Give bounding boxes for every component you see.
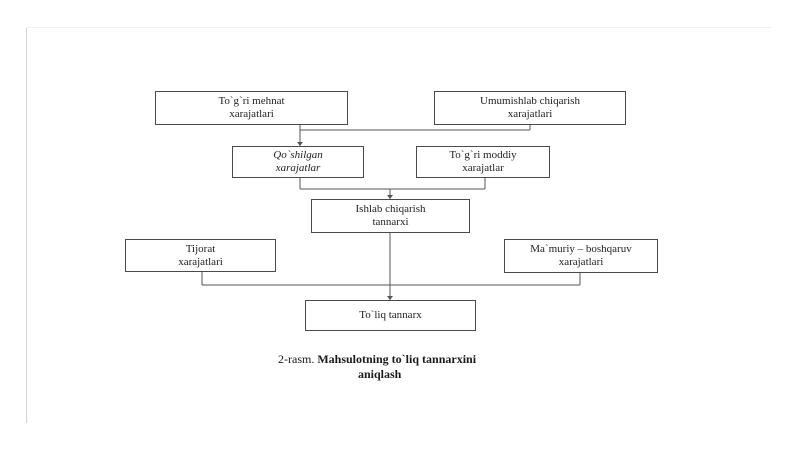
box-direct-labor-line2: xarajatlari [229, 108, 274, 120]
caption-number: 2-rasm. [278, 352, 315, 366]
box-direct-material-line2: xarajatlar [462, 162, 504, 174]
box-admin-costs-line2: xarajatlari [558, 256, 604, 268]
top-rule [26, 27, 771, 28]
caption-title-line1: Mahsulotning to`liq tannarxini [317, 352, 477, 366]
box-direct-labor-line1: To`g`ri mehnat [218, 95, 285, 107]
box-direct-material-line1: To`g`ri moddiy [449, 149, 517, 161]
box-general-production-line1: Umumishlab chiqarish [480, 95, 580, 107]
box-added-costs-line1: Qo`shilgan [273, 149, 323, 161]
caption-line1: 2-rasm. Mahsulotning to`liq tannarxini [250, 352, 580, 367]
box-full-cost: To`liq tannarx [305, 300, 476, 331]
box-added-costs-line2: xarajatlar [275, 162, 321, 174]
box-direct-material: To`g`ri moddiy xarajatlar [416, 146, 550, 178]
box-production-cost: Ishlab chiqarish tannarxi [311, 199, 470, 233]
arrowhead-added-costs [297, 142, 303, 146]
box-added-costs: Qo`shilgan xarajatlar [232, 146, 364, 178]
box-commercial-costs-line1: Tijorat [185, 242, 216, 255]
left-rule [26, 28, 27, 423]
box-admin-costs: Ma`muriy – boshqaruv xarajatlari [504, 239, 658, 273]
box-direct-labor: To`g`ri mehnat xarajatlari [155, 91, 348, 125]
box-commercial-costs: Tijorat xarajatlari [125, 239, 276, 272]
box-full-cost-line1: To`liq tannarx [359, 309, 422, 321]
arrowhead-full-cost [387, 296, 393, 300]
caption-title-line2: aniqlash [358, 367, 402, 381]
box-admin-costs-line1: Ma`muriy – boshqaruv [530, 243, 632, 255]
box-production-cost-line1: Ishlab chiqarish [355, 203, 426, 215]
figure-caption: 2-rasm. Mahsulotning to`liq tannarxini a… [250, 352, 580, 382]
box-commercial-costs-line2: xarajatlari [178, 255, 223, 268]
arrowhead-production-cost [387, 195, 393, 199]
box-production-cost-line2: tannarxi [372, 216, 409, 228]
box-general-production: Umumishlab chiqarish xarajatlari [434, 91, 626, 125]
box-general-production-line2: xarajatlari [507, 108, 553, 120]
